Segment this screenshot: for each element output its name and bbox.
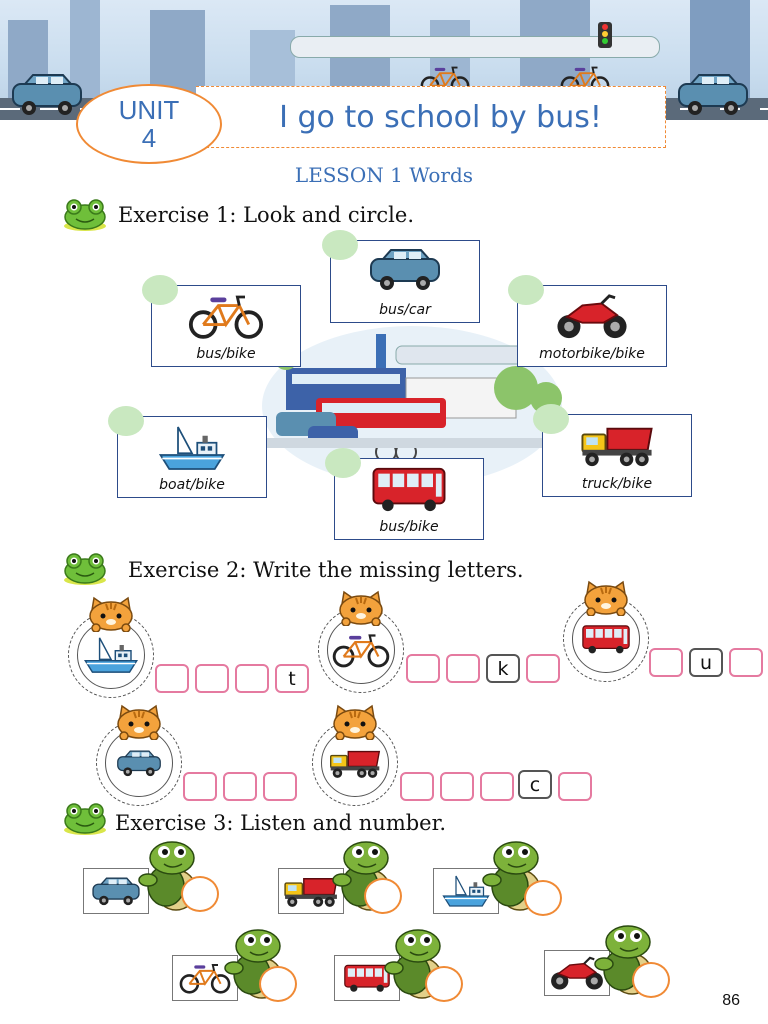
letter-box[interactable]	[649, 648, 683, 677]
card-label: bus/car	[379, 302, 431, 318]
letter-box[interactable]	[729, 648, 763, 677]
bus-icon	[581, 621, 631, 657]
card-label: boat/bike	[159, 477, 225, 493]
car-icon	[668, 72, 758, 116]
frog-icon	[62, 552, 108, 586]
letter-box[interactable]	[155, 664, 189, 693]
letter-box[interactable]	[406, 654, 440, 683]
answer-circle[interactable]	[533, 404, 569, 434]
car-icon	[2, 72, 92, 116]
exercise-3-title: Exercise 3: Listen and number.	[115, 811, 447, 835]
answer-circle[interactable]	[325, 448, 361, 478]
exercise-1-title: Exercise 1: Look and circle.	[118, 203, 414, 227]
traffic-light-icon	[598, 22, 612, 48]
number-answer-oval[interactable]	[181, 876, 219, 912]
unit-title-box: I go to school by bus!	[196, 86, 666, 148]
vehicle-card-boat: boat/bike	[117, 416, 267, 498]
unit-number: 4	[141, 123, 157, 153]
letter-box[interactable]	[235, 664, 269, 693]
letter-box[interactable]: u	[689, 648, 723, 677]
listen-picture	[278, 868, 344, 914]
car-icon	[89, 875, 143, 907]
bus-icon	[354, 465, 464, 513]
card-label: bus/bike	[379, 519, 439, 535]
bicycle-icon	[332, 630, 390, 670]
page-number: 86	[722, 992, 740, 1009]
card-label: motorbike/bike	[539, 346, 645, 362]
motorbike-icon	[552, 292, 632, 340]
letter-box[interactable]	[446, 654, 480, 683]
vehicle-card-bicycle: bus/bike	[151, 285, 301, 367]
listen-picture	[544, 950, 610, 996]
letter-box[interactable]: c	[518, 770, 552, 799]
letter-box[interactable]	[400, 772, 434, 801]
letter-box[interactable]	[526, 654, 560, 683]
cat-icon	[336, 590, 386, 626]
letter-box[interactable]	[480, 772, 514, 801]
cat-icon	[330, 704, 380, 740]
answer-circle[interactable]	[508, 275, 544, 305]
letter-box[interactable]	[195, 664, 229, 693]
lesson-title: LESSON 1 Words	[294, 163, 474, 187]
listen-picture	[172, 955, 238, 1001]
listen-picture	[83, 868, 149, 914]
answer-circle[interactable]	[142, 275, 178, 305]
train-illustration	[290, 36, 660, 58]
page-title: I go to school by bus!	[279, 99, 602, 135]
vehicle-card-bus: bus/bike	[334, 458, 484, 540]
car-icon	[365, 247, 445, 291]
vehicle-card-car: bus/car	[330, 240, 480, 323]
cat-icon	[581, 580, 631, 616]
truck-icon	[328, 745, 382, 781]
car-icon	[114, 745, 164, 781]
vehicle-card-motorbike: motorbike/bike	[517, 285, 667, 367]
number-answer-oval[interactable]	[425, 966, 463, 1002]
unit-word: UNIT	[118, 95, 180, 125]
bicycle-icon	[188, 292, 264, 340]
letter-box[interactable]	[440, 772, 474, 801]
letter-box[interactable]	[263, 772, 297, 801]
number-answer-oval[interactable]	[524, 880, 562, 916]
card-label: truck/bike	[581, 476, 653, 492]
answer-circle[interactable]	[108, 406, 144, 436]
cat-icon	[86, 596, 136, 632]
letter-box[interactable]: k	[486, 654, 520, 683]
frog-icon	[62, 198, 108, 232]
exercise-2-title: Exercise 2: Write the missing letters.	[128, 558, 524, 582]
letter-box[interactable]	[223, 772, 257, 801]
answer-circle[interactable]	[322, 230, 358, 260]
letter-box[interactable]	[183, 772, 217, 801]
boat-icon	[157, 421, 227, 475]
number-answer-oval[interactable]	[364, 878, 402, 914]
frog-icon	[62, 802, 108, 836]
listen-picture	[433, 868, 499, 914]
number-answer-oval[interactable]	[259, 966, 297, 1002]
cat-icon	[114, 704, 164, 740]
letter-box[interactable]: t	[275, 664, 309, 693]
truck-icon	[577, 421, 657, 469]
boat-icon	[82, 635, 140, 675]
vehicle-card-truck: truck/bike	[542, 414, 692, 497]
card-label: bus/bike	[196, 346, 256, 362]
letter-box[interactable]	[558, 772, 592, 801]
unit-badge: UNIT 4	[76, 84, 222, 164]
number-answer-oval[interactable]	[632, 962, 670, 998]
